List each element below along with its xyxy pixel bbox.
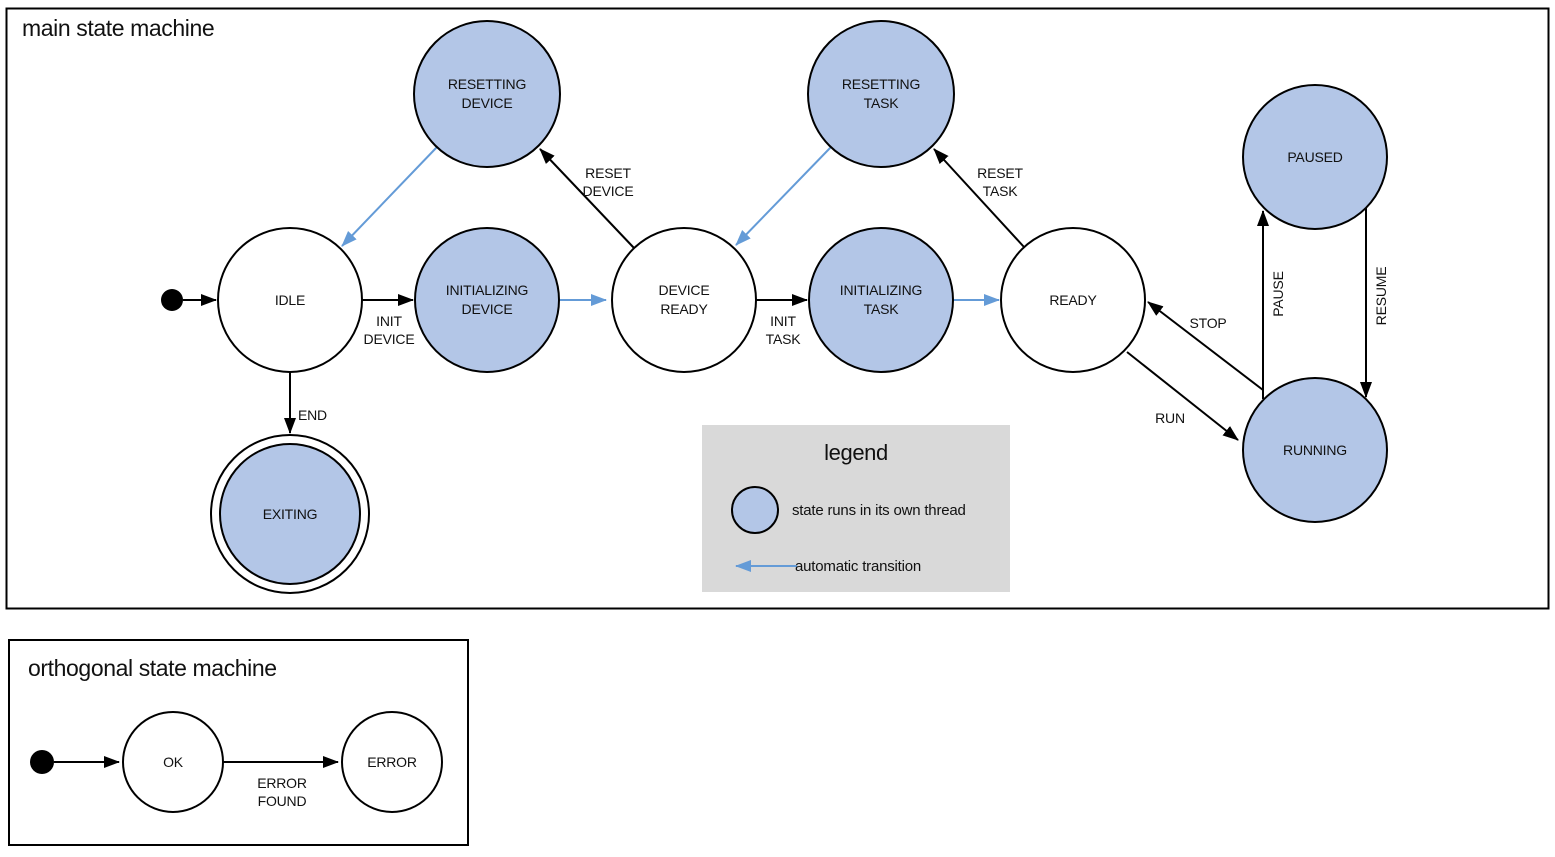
state-resetting-device-label2: DEVICE <box>462 95 513 111</box>
label-resume: RESUME <box>1373 267 1389 326</box>
transition-ready-to-resetting-task <box>933 148 1025 248</box>
state-resetting-task-label1: RESETTING <box>842 76 920 92</box>
state-running-label: RUNNING <box>1283 442 1347 458</box>
state-ok <box>122 711 224 813</box>
state-error-label: ERROR <box>367 754 417 770</box>
state-resetting-device-label1: RESETTING <box>448 76 526 92</box>
label-reset-device-line2: DEVICE <box>583 183 634 199</box>
label-init-task-line1: INIT <box>770 313 796 329</box>
state-initializing-task-label1: INITIALIZING <box>840 282 922 298</box>
legend-thread-label: state runs in its own thread <box>792 502 966 519</box>
state-paused-label: PAUSED <box>1287 149 1342 165</box>
state-exiting <box>219 443 361 585</box>
orthogonal-title: orthogonal state machine <box>28 655 277 681</box>
state-initializing-device <box>414 227 560 373</box>
label-error-found-line2: FOUND <box>258 793 307 809</box>
initial-state-dot <box>161 289 183 311</box>
main-title: main state machine <box>22 15 214 41</box>
state-ok-label: OK <box>163 754 184 770</box>
state-resetting-task <box>807 20 955 168</box>
transition-running-to-ready <box>1147 301 1264 391</box>
label-end: END <box>298 407 327 423</box>
transition-resetting-task-to-device-ready <box>735 146 832 246</box>
state-resetting-device <box>413 20 561 168</box>
state-running <box>1242 377 1388 523</box>
state-paused <box>1242 84 1388 230</box>
label-pause: PAUSE <box>1270 271 1286 316</box>
label-error-found-line1: ERROR <box>257 775 307 791</box>
transition-ready-to-running <box>1126 351 1239 441</box>
state-exiting-label: EXITING <box>263 506 318 522</box>
state-ready-label: READY <box>1049 292 1097 308</box>
state-device-ready <box>611 227 757 373</box>
state-idle-label: IDLE <box>275 292 305 308</box>
label-run: RUN <box>1155 410 1185 426</box>
orthogonal-initial-state-dot <box>30 750 54 774</box>
label-reset-task-line2: TASK <box>983 183 1019 199</box>
label-init-device-line1: INIT <box>376 313 402 329</box>
legend-title: legend <box>824 440 888 465</box>
legend-thread-state-icon <box>731 486 779 534</box>
label-stop: STOP <box>1189 315 1226 331</box>
state-device-ready-label1: DEVICE <box>659 282 710 298</box>
label-init-task-line2: TASK <box>766 331 802 347</box>
state-idle <box>217 227 363 373</box>
transition-device-ready-to-resetting-device <box>539 148 635 249</box>
state-ready <box>1000 227 1146 373</box>
state-resetting-task-label2: TASK <box>864 95 900 111</box>
main-frame <box>5 7 1550 610</box>
transition-resetting-device-to-idle <box>341 146 438 247</box>
state-initializing-task-label2: TASK <box>864 301 900 317</box>
label-reset-device-line1: RESET <box>585 165 631 181</box>
state-device-ready-label2: READY <box>660 301 708 317</box>
label-init-device-line2: DEVICE <box>364 331 415 347</box>
orthogonal-frame <box>8 639 469 846</box>
state-initializing-device-label1: INITIALIZING <box>446 282 528 298</box>
state-initializing-task <box>808 227 954 373</box>
label-reset-task-line1: RESET <box>977 165 1023 181</box>
state-initializing-device-label2: DEVICE <box>462 301 513 317</box>
state-error <box>341 711 443 813</box>
legend-auto-label: automatic transition <box>795 558 921 575</box>
